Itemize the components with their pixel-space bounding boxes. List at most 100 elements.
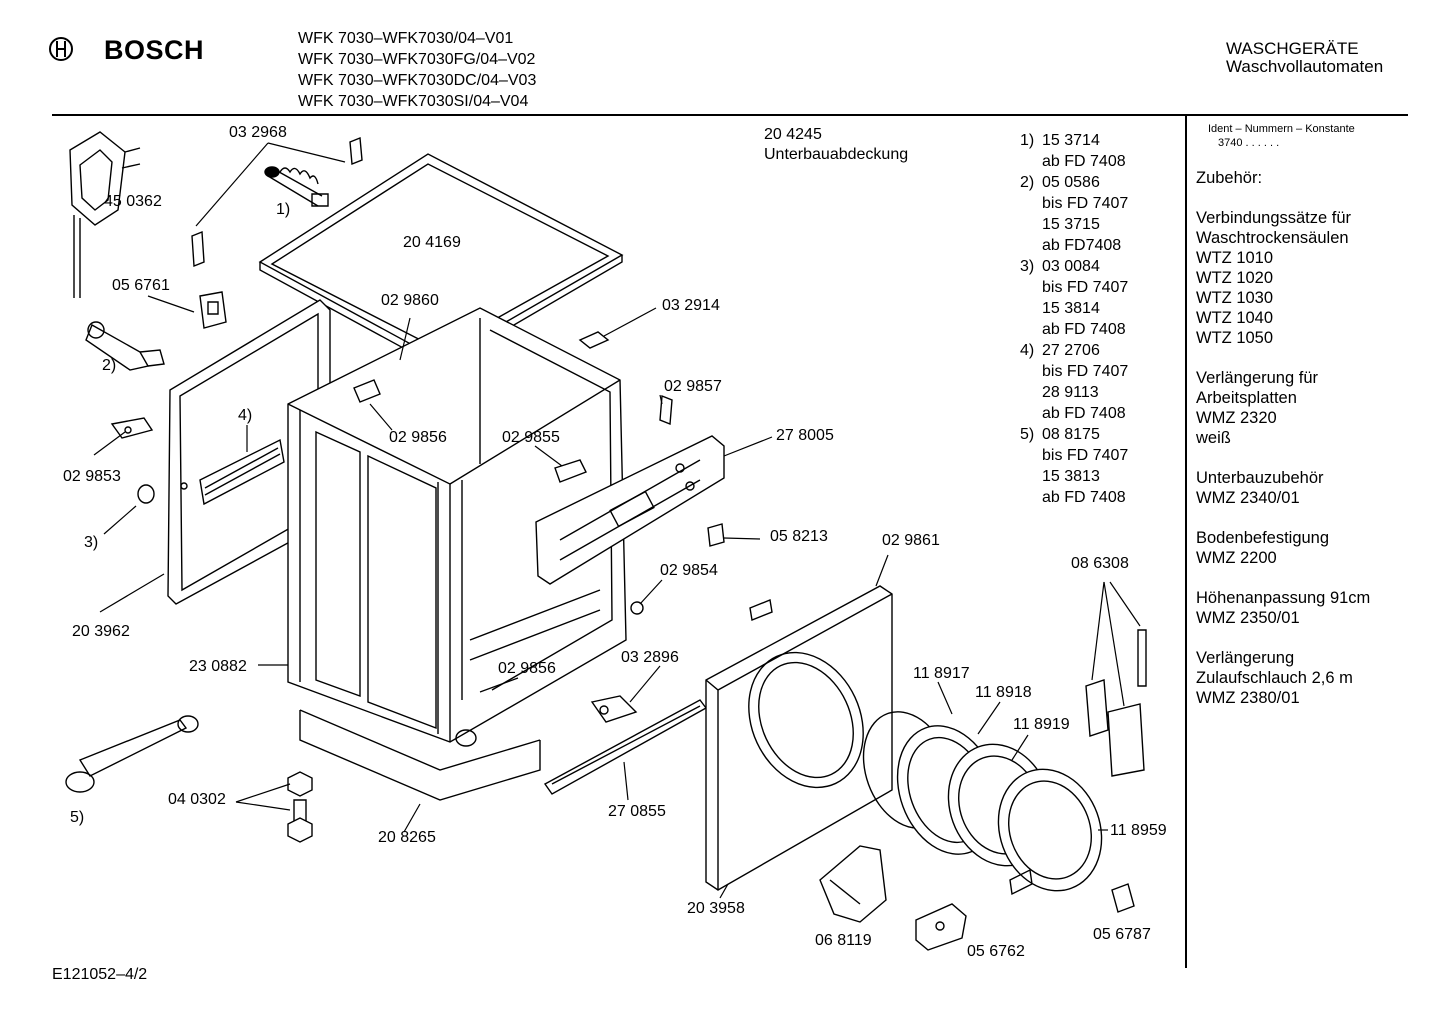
lock-bracket-drawing bbox=[916, 904, 966, 950]
part-label: 02 9856 bbox=[498, 660, 556, 677]
footnote-line: 5)08 8175 bbox=[1020, 426, 1100, 443]
accessory-line: WTZ 1010 bbox=[1196, 249, 1274, 267]
part-label: 45 0362 bbox=[104, 193, 162, 210]
part-label: 05 8213 bbox=[770, 528, 828, 545]
part-label: 06 8119 bbox=[815, 932, 872, 949]
accessory-line: WTZ 1020 bbox=[1196, 269, 1274, 287]
footnote-line: bis FD 7407 bbox=[1042, 363, 1129, 380]
footnote-line: bis FD 7407 bbox=[1042, 279, 1129, 296]
accessory-line: Verlängerung bbox=[1196, 649, 1295, 667]
header-divider bbox=[52, 114, 1408, 116]
cabinet-frame-drawing bbox=[288, 308, 626, 746]
accessory-line: weiß bbox=[1196, 429, 1231, 447]
accessory-group: Unterbauzubehör WMZ 2340/01 bbox=[1196, 468, 1370, 508]
accessory-line: WMZ 2340/01 bbox=[1196, 489, 1300, 507]
footnote-line: 28 9113 bbox=[1042, 384, 1099, 401]
footnote-line: 15 3814 bbox=[1042, 300, 1100, 317]
hinge-drawing bbox=[592, 696, 636, 722]
part-label: 02 9861 bbox=[882, 532, 940, 549]
document-id: E121052–4/2 bbox=[52, 966, 148, 983]
accessory-group: Bodenbefestigung WMZ 2200 bbox=[1196, 528, 1370, 568]
accessory-line: WTZ 1050 bbox=[1196, 329, 1274, 347]
footnotes: 1)15 3714 ab FD 7408 2)05 0586 bis FD 74… bbox=[1020, 130, 1128, 508]
pump-filter-drawing bbox=[86, 322, 164, 370]
control-panel-bracket-drawing bbox=[536, 436, 724, 584]
sidebar-divider bbox=[1185, 116, 1187, 968]
accessory-group: Verlängerung für Arbeitsplatten WMZ 2320… bbox=[1196, 368, 1370, 448]
footnote-line: ab FD 7408 bbox=[1042, 405, 1126, 422]
footnote-line: ab FD 7408 bbox=[1042, 321, 1126, 338]
footnote-line: 2)05 0586 bbox=[1020, 174, 1100, 191]
accessory-line: Bodenbefestigung bbox=[1196, 529, 1330, 547]
note-ref-label: 1) bbox=[276, 201, 291, 218]
part-label: 27 0855 bbox=[608, 803, 666, 820]
power-plug-drawing bbox=[70, 132, 140, 298]
part-label: 02 9853 bbox=[63, 468, 121, 485]
accessory-line: Verbindungssätze für bbox=[1196, 209, 1352, 227]
category-title: WASCHGERÄTE bbox=[1226, 39, 1359, 58]
small-parts-left-drawing bbox=[112, 418, 154, 503]
accessory-line: Höhenanpassung 91cm bbox=[1196, 589, 1371, 607]
part-label: 08 6308 bbox=[1071, 555, 1129, 572]
accessory-line: WMZ 2320 bbox=[1196, 409, 1277, 427]
part-label: 20 8265 bbox=[378, 829, 436, 846]
accessory-line: WTZ 1030 bbox=[1196, 289, 1274, 307]
part-label: 02 9854 bbox=[660, 562, 718, 579]
small-parts-cabinet-drawing bbox=[354, 332, 772, 620]
footnote-line: bis FD 7407 bbox=[1042, 195, 1129, 212]
ident-value: 3740 . . . . . . bbox=[1218, 137, 1280, 149]
front-panel-drawing bbox=[706, 586, 892, 890]
bosch-logo bbox=[48, 36, 74, 67]
footnote-line: 1)15 3714 bbox=[1020, 132, 1100, 149]
note-ref-label: 2) bbox=[102, 357, 117, 374]
accessory-line: Verlängerung für bbox=[1196, 369, 1319, 387]
part-label: 02 9855 bbox=[502, 429, 560, 446]
part-label: 03 2968 bbox=[229, 124, 287, 141]
accessory-line: Unterbauzubehör bbox=[1196, 469, 1324, 487]
bolt-nut-drawing bbox=[288, 772, 312, 842]
accessory-group: Verbindungssätze für Waschtrockensäulen … bbox=[1196, 208, 1370, 348]
category-block: WASCHGERÄTE Waschvollautomaten bbox=[1226, 40, 1383, 76]
accessory-line: WMZ 2200 bbox=[1196, 549, 1277, 567]
accessory-heading: Zubehör: bbox=[1196, 169, 1263, 187]
part-label: 23 0882 bbox=[189, 658, 247, 675]
part-label: 20 3962 bbox=[72, 623, 130, 640]
wrench-drawing bbox=[66, 716, 198, 792]
part-label: 11 8917 bbox=[913, 665, 970, 682]
part-label: 02 9857 bbox=[664, 378, 722, 395]
model-line: WFK 7030–WFK7030FG/04–V02 bbox=[298, 51, 536, 68]
model-list: WFK 7030–WFK7030/04–V01 WFK 7030–WFK7030… bbox=[298, 28, 536, 112]
note-ref-label: 3) bbox=[84, 534, 99, 551]
footnote-line: 3)03 0084 bbox=[1020, 258, 1100, 275]
button-cap-drawing bbox=[1112, 884, 1134, 912]
footnote-line: 4)27 2706 bbox=[1020, 342, 1100, 359]
footnote-line: ab FD 7408 bbox=[1042, 153, 1126, 170]
part-name-label: Unterbauabdeckung bbox=[764, 146, 909, 163]
accessory-line: Waschtrockensäulen bbox=[1196, 229, 1349, 247]
hose-connector-drawing bbox=[265, 167, 328, 206]
part-label: 11 8919 bbox=[1013, 716, 1070, 733]
accessory-line: WTZ 1040 bbox=[1196, 309, 1274, 327]
accessory-group: Zubehör: bbox=[1196, 168, 1370, 188]
part-label: 04 0302 bbox=[168, 791, 226, 808]
footnote-line: bis FD 7407 bbox=[1042, 447, 1129, 464]
door-lock-drawing bbox=[200, 292, 226, 328]
note-ref-label: 4) bbox=[238, 407, 253, 424]
leader-lines bbox=[94, 143, 1140, 898]
part-label: 20 3958 bbox=[687, 900, 745, 917]
part-label: 02 9860 bbox=[381, 292, 439, 309]
accessory-line: WMZ 2380/01 bbox=[1196, 689, 1300, 707]
small-clip-drawing bbox=[192, 138, 362, 266]
bosch-armature-icon bbox=[49, 37, 73, 61]
footnote-line: ab FD7408 bbox=[1042, 237, 1122, 254]
part-label: 11 8918 bbox=[975, 684, 1032, 701]
footnote-line: 15 3813 bbox=[1042, 468, 1100, 485]
footnote-line: 15 3715 bbox=[1042, 216, 1100, 233]
part-label: 05 6762 bbox=[967, 943, 1025, 960]
model-line: WFK 7030–WFK7030DC/04–V03 bbox=[298, 72, 537, 89]
accessory-line: Arbeitsplatten bbox=[1196, 389, 1297, 407]
model-line: WFK 7030–WFK7030/04–V01 bbox=[298, 30, 514, 47]
door-rings-drawing bbox=[848, 699, 1118, 905]
part-label: 05 6787 bbox=[1093, 926, 1151, 943]
